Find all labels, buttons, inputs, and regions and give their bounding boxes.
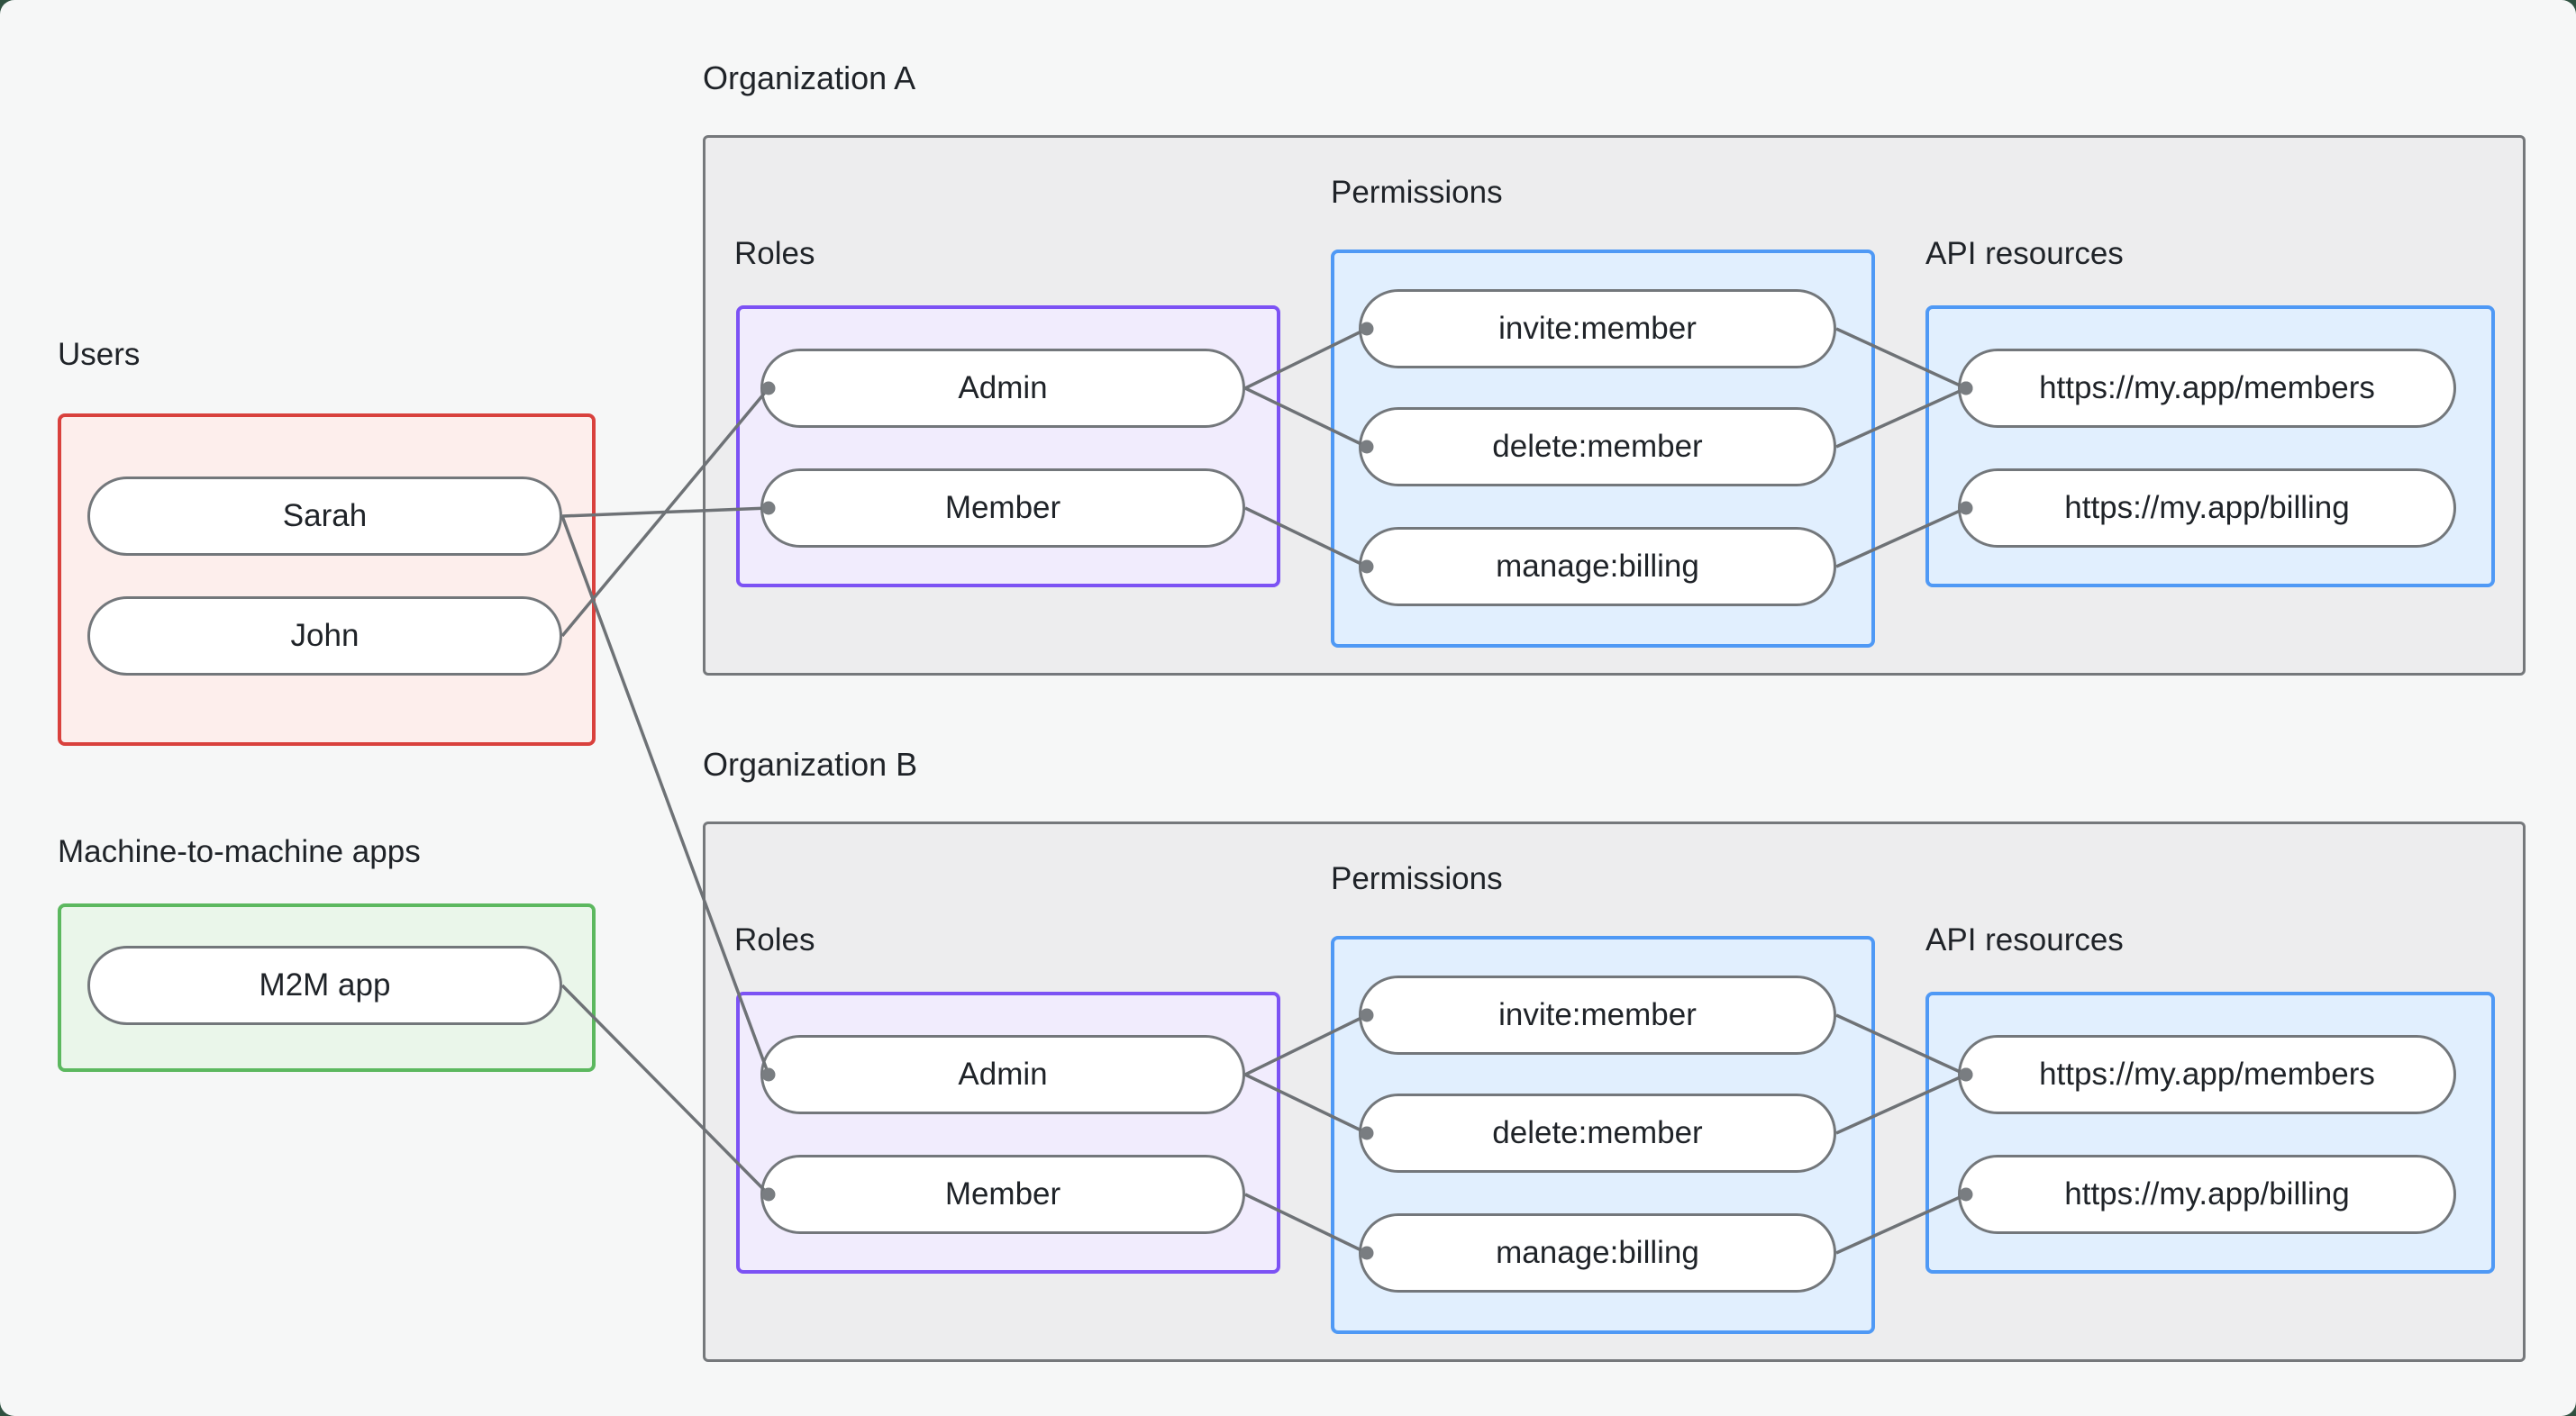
org-a-roles-label: Roles bbox=[734, 236, 815, 271]
m2m-group-label: Machine-to-machine apps bbox=[58, 834, 421, 869]
org-b-api-resources-label: API resources bbox=[1925, 922, 2124, 958]
org-a-permissions-label: Permissions bbox=[1331, 175, 1503, 210]
org-b-title: Organization B bbox=[703, 746, 918, 783]
users-group-label: Users bbox=[58, 337, 141, 372]
org-b-api-billing: https://my.app/billing bbox=[1958, 1155, 2456, 1234]
org-a-role-admin: Admin bbox=[760, 349, 1245, 428]
user-node-john: John bbox=[87, 596, 562, 676]
users-zone bbox=[58, 413, 596, 746]
org-b-api-members: https://my.app/members bbox=[1958, 1035, 2456, 1114]
org-b-roles-label: Roles bbox=[734, 922, 815, 958]
user-node-sarah: Sarah bbox=[87, 477, 562, 556]
org-a-permission-delete-member: delete:member bbox=[1359, 407, 1836, 486]
org-a-title: Organization A bbox=[703, 59, 916, 96]
org-a-api-billing: https://my.app/billing bbox=[1958, 468, 2456, 548]
org-b-permission-manage-billing: manage:billing bbox=[1359, 1213, 1836, 1293]
org-b-permissions-label: Permissions bbox=[1331, 861, 1503, 896]
org-a-api-members: https://my.app/members bbox=[1958, 349, 2456, 428]
org-a-permission-invite-member: invite:member bbox=[1359, 289, 1836, 368]
org-a-permission-manage-billing: manage:billing bbox=[1359, 527, 1836, 606]
m2m-app-node: M2M app bbox=[87, 946, 562, 1025]
org-b-role-admin: Admin bbox=[760, 1035, 1245, 1114]
org-a-api-resources-label: API resources bbox=[1925, 236, 2124, 271]
org-b-role-member: Member bbox=[760, 1155, 1245, 1234]
org-a-role-member: Member bbox=[760, 468, 1245, 548]
org-b-permission-delete-member: delete:member bbox=[1359, 1094, 1836, 1173]
org-b-permission-invite-member: invite:member bbox=[1359, 976, 1836, 1055]
